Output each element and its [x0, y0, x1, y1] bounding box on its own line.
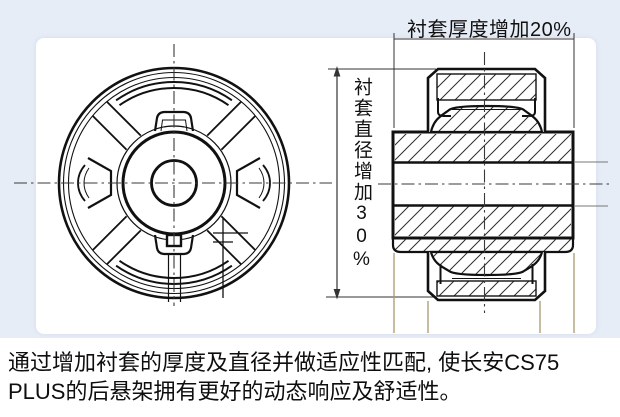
bottom-rubber-block	[436, 280, 537, 297]
sleeve-hatch-bottom	[395, 206, 571, 236]
caption-line-2: PLUS的后悬架拥有更好的动态响应及舒适性。	[8, 379, 462, 404]
side-brackets-inner	[83, 167, 265, 199]
figure-area: 衬套厚度增加20% 衬套直径增加30%	[0, 0, 620, 338]
top-bottom-arc-bands	[115, 81, 233, 285]
bottom-flange	[391, 236, 575, 254]
section-view-bushing	[391, 67, 575, 302]
caption-line-1: 通过增加衬套的厚度及直径并做适应性匹配, 使长安CS75	[8, 350, 560, 375]
centerlines	[14, 44, 609, 313]
hub-top-tab	[153, 110, 195, 132]
top-rubber-block	[436, 73, 537, 101]
hub-bottom-tab	[153, 234, 195, 256]
top-dome	[429, 104, 544, 134]
figure-caption: 通过增加衬套的厚度及直径并做适应性匹配, 使长安CS75 PLUS的后悬架拥有更…	[0, 338, 620, 417]
sleeve-bore-lines	[393, 161, 573, 207]
tan-extension-lines	[393, 253, 575, 333]
detail-leader-lines	[213, 218, 248, 298]
thickness-annotation-label: 衬套厚度增加20%	[407, 19, 572, 41]
dimension-arrow-down-icon	[333, 289, 341, 300]
dimension-lines	[326, 33, 608, 300]
diameter-annotation-label: 衬套直径增加30%	[351, 77, 372, 272]
dimension-arrow-up-icon	[333, 66, 341, 77]
left-dim-extension-lines	[326, 68, 444, 298]
right-witness-lines	[575, 161, 608, 207]
top-dim-extension-lines	[393, 33, 575, 128]
bottom-cup-lips	[439, 264, 534, 284]
hub-bottom-tails	[167, 254, 182, 302]
technical-drawing	[14, 33, 609, 333]
sleeve-hatch-top	[395, 134, 571, 162]
